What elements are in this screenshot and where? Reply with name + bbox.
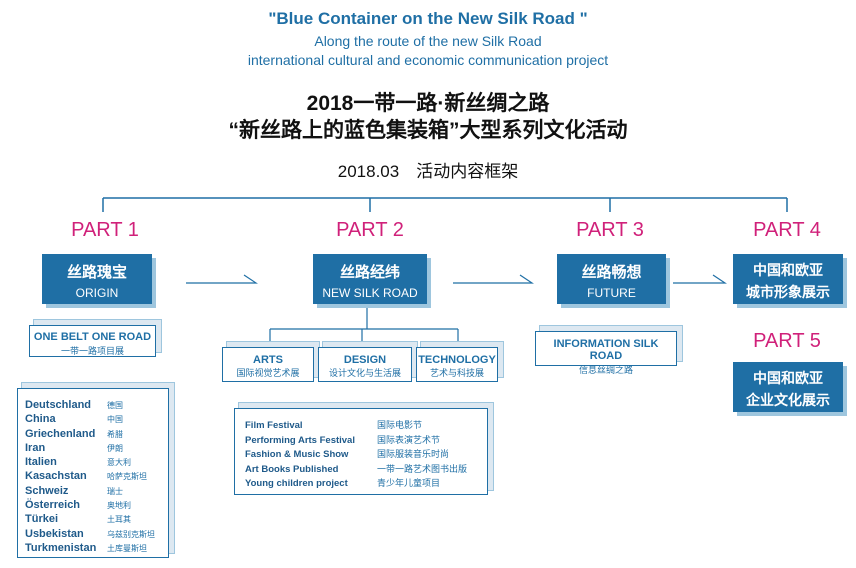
subtitle-en-2: international cultural and economic comm… bbox=[247, 52, 609, 68]
information-silk-road-cn: 信息丝绸之路 bbox=[578, 365, 633, 375]
label-en: Deutschland bbox=[25, 399, 92, 411]
countries-box: Deutschland 德国 China 中国 Griechenland 希腊 Ira… bbox=[17, 388, 169, 558]
part-2-box-en: NEW SILK ROAD bbox=[322, 286, 418, 300]
label-en: Young children project bbox=[245, 478, 348, 489]
title-cn-1: 2018一带一路·新丝绸之路 bbox=[306, 92, 550, 115]
part-3-box-en: FUTURE bbox=[587, 286, 636, 300]
one-belt-one-road-en: ONE BELT ONE ROAD bbox=[33, 331, 152, 343]
one-belt-one-road-box: ONE BELT ONE ROAD 一带一路项目展 bbox=[29, 325, 156, 357]
country-row: Griechenland 希腊 bbox=[25, 427, 168, 441]
label-en: Österreich bbox=[25, 499, 81, 512]
label-cn: 伊朗 bbox=[107, 443, 123, 453]
label-en: Film Festival bbox=[245, 420, 303, 431]
label-cn: 国际服装音乐时尚 bbox=[377, 449, 450, 459]
part-2-box: 丝路经纬 NEW SILK ROAD bbox=[313, 254, 427, 304]
country-row: China 中国 bbox=[25, 412, 168, 426]
part-2-box-cn: 丝路经纬 bbox=[339, 264, 400, 281]
label-cn: 瑞士 bbox=[107, 486, 123, 496]
technology-cn: 艺术与科技展 bbox=[429, 368, 484, 378]
arts-box: ARTS 国际视觉艺术展 bbox=[222, 347, 314, 382]
arts-cn: 国际视觉艺术展 bbox=[236, 368, 300, 378]
label-en: Turkmenistan bbox=[25, 541, 97, 554]
country-row: Schweiz 瑞士 bbox=[25, 484, 168, 498]
title-cn-2: “新丝路上的蓝色集装箱”大型系列文化活动 bbox=[228, 119, 628, 142]
label-cn: 土耳其 bbox=[107, 515, 131, 525]
information-silk-road-en: INFORMATION SILK ROAD bbox=[553, 338, 659, 362]
label-en: Iran bbox=[25, 441, 46, 454]
label-en: Schweiz bbox=[25, 484, 69, 497]
label-cn: 国际电影节 bbox=[377, 420, 423, 430]
arrow-1-2 bbox=[186, 274, 258, 284]
event-row: Performing Arts Festival 国际表演艺术节 bbox=[245, 433, 487, 448]
part-5-box-cn-2: 企业文化展示 bbox=[746, 392, 830, 408]
label-en: Griechenland bbox=[25, 427, 96, 440]
framework-label: 2018.03 活动内容框架 bbox=[337, 162, 519, 181]
subtitle-en-1: Along the route of the new Silk Road bbox=[314, 33, 542, 49]
label-en: Italien bbox=[25, 456, 57, 469]
label-en: China bbox=[25, 413, 56, 426]
title-en: "Blue Container on the New Silk Road " bbox=[268, 9, 588, 28]
part-3-label: PART 3 bbox=[576, 219, 644, 241]
country-row: Deutschland 德国 bbox=[25, 398, 168, 412]
label-en: Art Books Published bbox=[245, 463, 339, 475]
part-1-label: PART 1 bbox=[71, 219, 139, 241]
label-cn: 奥地利 bbox=[107, 501, 131, 511]
part-4-box-cn-1: 中国和欧亚 bbox=[753, 262, 823, 278]
label-cn: 国际表演艺术节 bbox=[377, 434, 441, 445]
event-row: Art Books Published 一带一路艺术图书出版 bbox=[245, 462, 487, 477]
design-en: DESIGN bbox=[343, 354, 387, 366]
label-en: Kasachstan bbox=[25, 470, 87, 483]
part-2-label: PART 2 bbox=[336, 219, 404, 241]
country-row: Kasachstan 哈萨克斯坦 bbox=[25, 469, 168, 483]
label-cn: 青少年儿童项目 bbox=[377, 478, 441, 488]
country-row: Türkei 土耳其 bbox=[25, 512, 168, 526]
country-row: Usbekistan 乌兹别克斯坦 bbox=[25, 527, 168, 541]
part-4-box-cn-2: 城市形象展示 bbox=[746, 284, 830, 300]
arts-en: ARTS bbox=[253, 354, 283, 366]
technology-box: TECHNOLOGY 艺术与科技展 bbox=[416, 347, 498, 382]
label-cn: 德国 bbox=[107, 401, 123, 410]
label-cn: 希腊 bbox=[107, 429, 123, 439]
country-row: Iran 伊朗 bbox=[25, 441, 168, 455]
country-row: Turkmenistan 土库曼斯坦 bbox=[25, 541, 168, 555]
design-cn: 设计文化与生活展 bbox=[328, 368, 401, 378]
technology-en: TECHNOLOGY bbox=[418, 354, 496, 366]
country-row: Italien 意大利 bbox=[25, 455, 168, 469]
event-row: Film Festival 国际电影节 bbox=[245, 418, 487, 433]
label-cn: 土库曼斯坦 bbox=[107, 543, 147, 553]
part-1-box-cn: 丝路瑰宝 bbox=[66, 264, 127, 281]
part-5-box: 中国和欧亚 企业文化展示 bbox=[733, 362, 843, 412]
label-en: Fashion & Music Show bbox=[245, 449, 349, 460]
event-row: Fashion & Music Show 国际服装音乐时尚 bbox=[245, 447, 487, 462]
part-4-box: 中国和欧亚 城市形象展示 bbox=[733, 254, 843, 304]
label-cn: 哈萨克斯坦 bbox=[107, 472, 147, 482]
information-silk-road-box: INFORMATION SILK ROAD 信息丝绸之路 bbox=[535, 331, 677, 375]
arrow-2-3 bbox=[453, 274, 534, 284]
label-en: Türkei bbox=[25, 513, 59, 526]
part-3-box-cn: 丝路畅想 bbox=[581, 264, 642, 281]
label-cn: 中国 bbox=[107, 415, 123, 425]
part-3-box: 丝路畅想 FUTURE bbox=[557, 254, 666, 304]
label-cn: 意大利 bbox=[107, 458, 131, 468]
part-5-box-cn-1: 中国和欧亚 bbox=[753, 370, 823, 386]
label-cn: 乌兹别克斯坦 bbox=[107, 529, 155, 539]
event-row: Young children project 青少年儿童项目 bbox=[245, 476, 487, 491]
label-cn: 一带一路艺术图书出版 bbox=[377, 463, 468, 474]
part-5-label: PART 5 bbox=[753, 330, 821, 352]
one-belt-one-road-cn: 一带一路项目展 bbox=[60, 346, 124, 356]
part-4-label: PART 4 bbox=[753, 219, 821, 241]
arrow-3-4 bbox=[673, 274, 727, 284]
label-en: Performing Arts Festival bbox=[245, 434, 355, 446]
label-en: Usbekistan bbox=[25, 527, 84, 540]
design-box: DESIGN 设计文化与生活展 bbox=[318, 347, 412, 382]
part-1-box: 丝路瑰宝 ORIGIN bbox=[42, 254, 152, 304]
part-1-box-en: ORIGIN bbox=[75, 286, 119, 300]
events-box: Film Festival 国际电影节 Performing Arts Festi… bbox=[234, 408, 488, 495]
country-row: Österreich 奥地利 bbox=[25, 498, 168, 512]
